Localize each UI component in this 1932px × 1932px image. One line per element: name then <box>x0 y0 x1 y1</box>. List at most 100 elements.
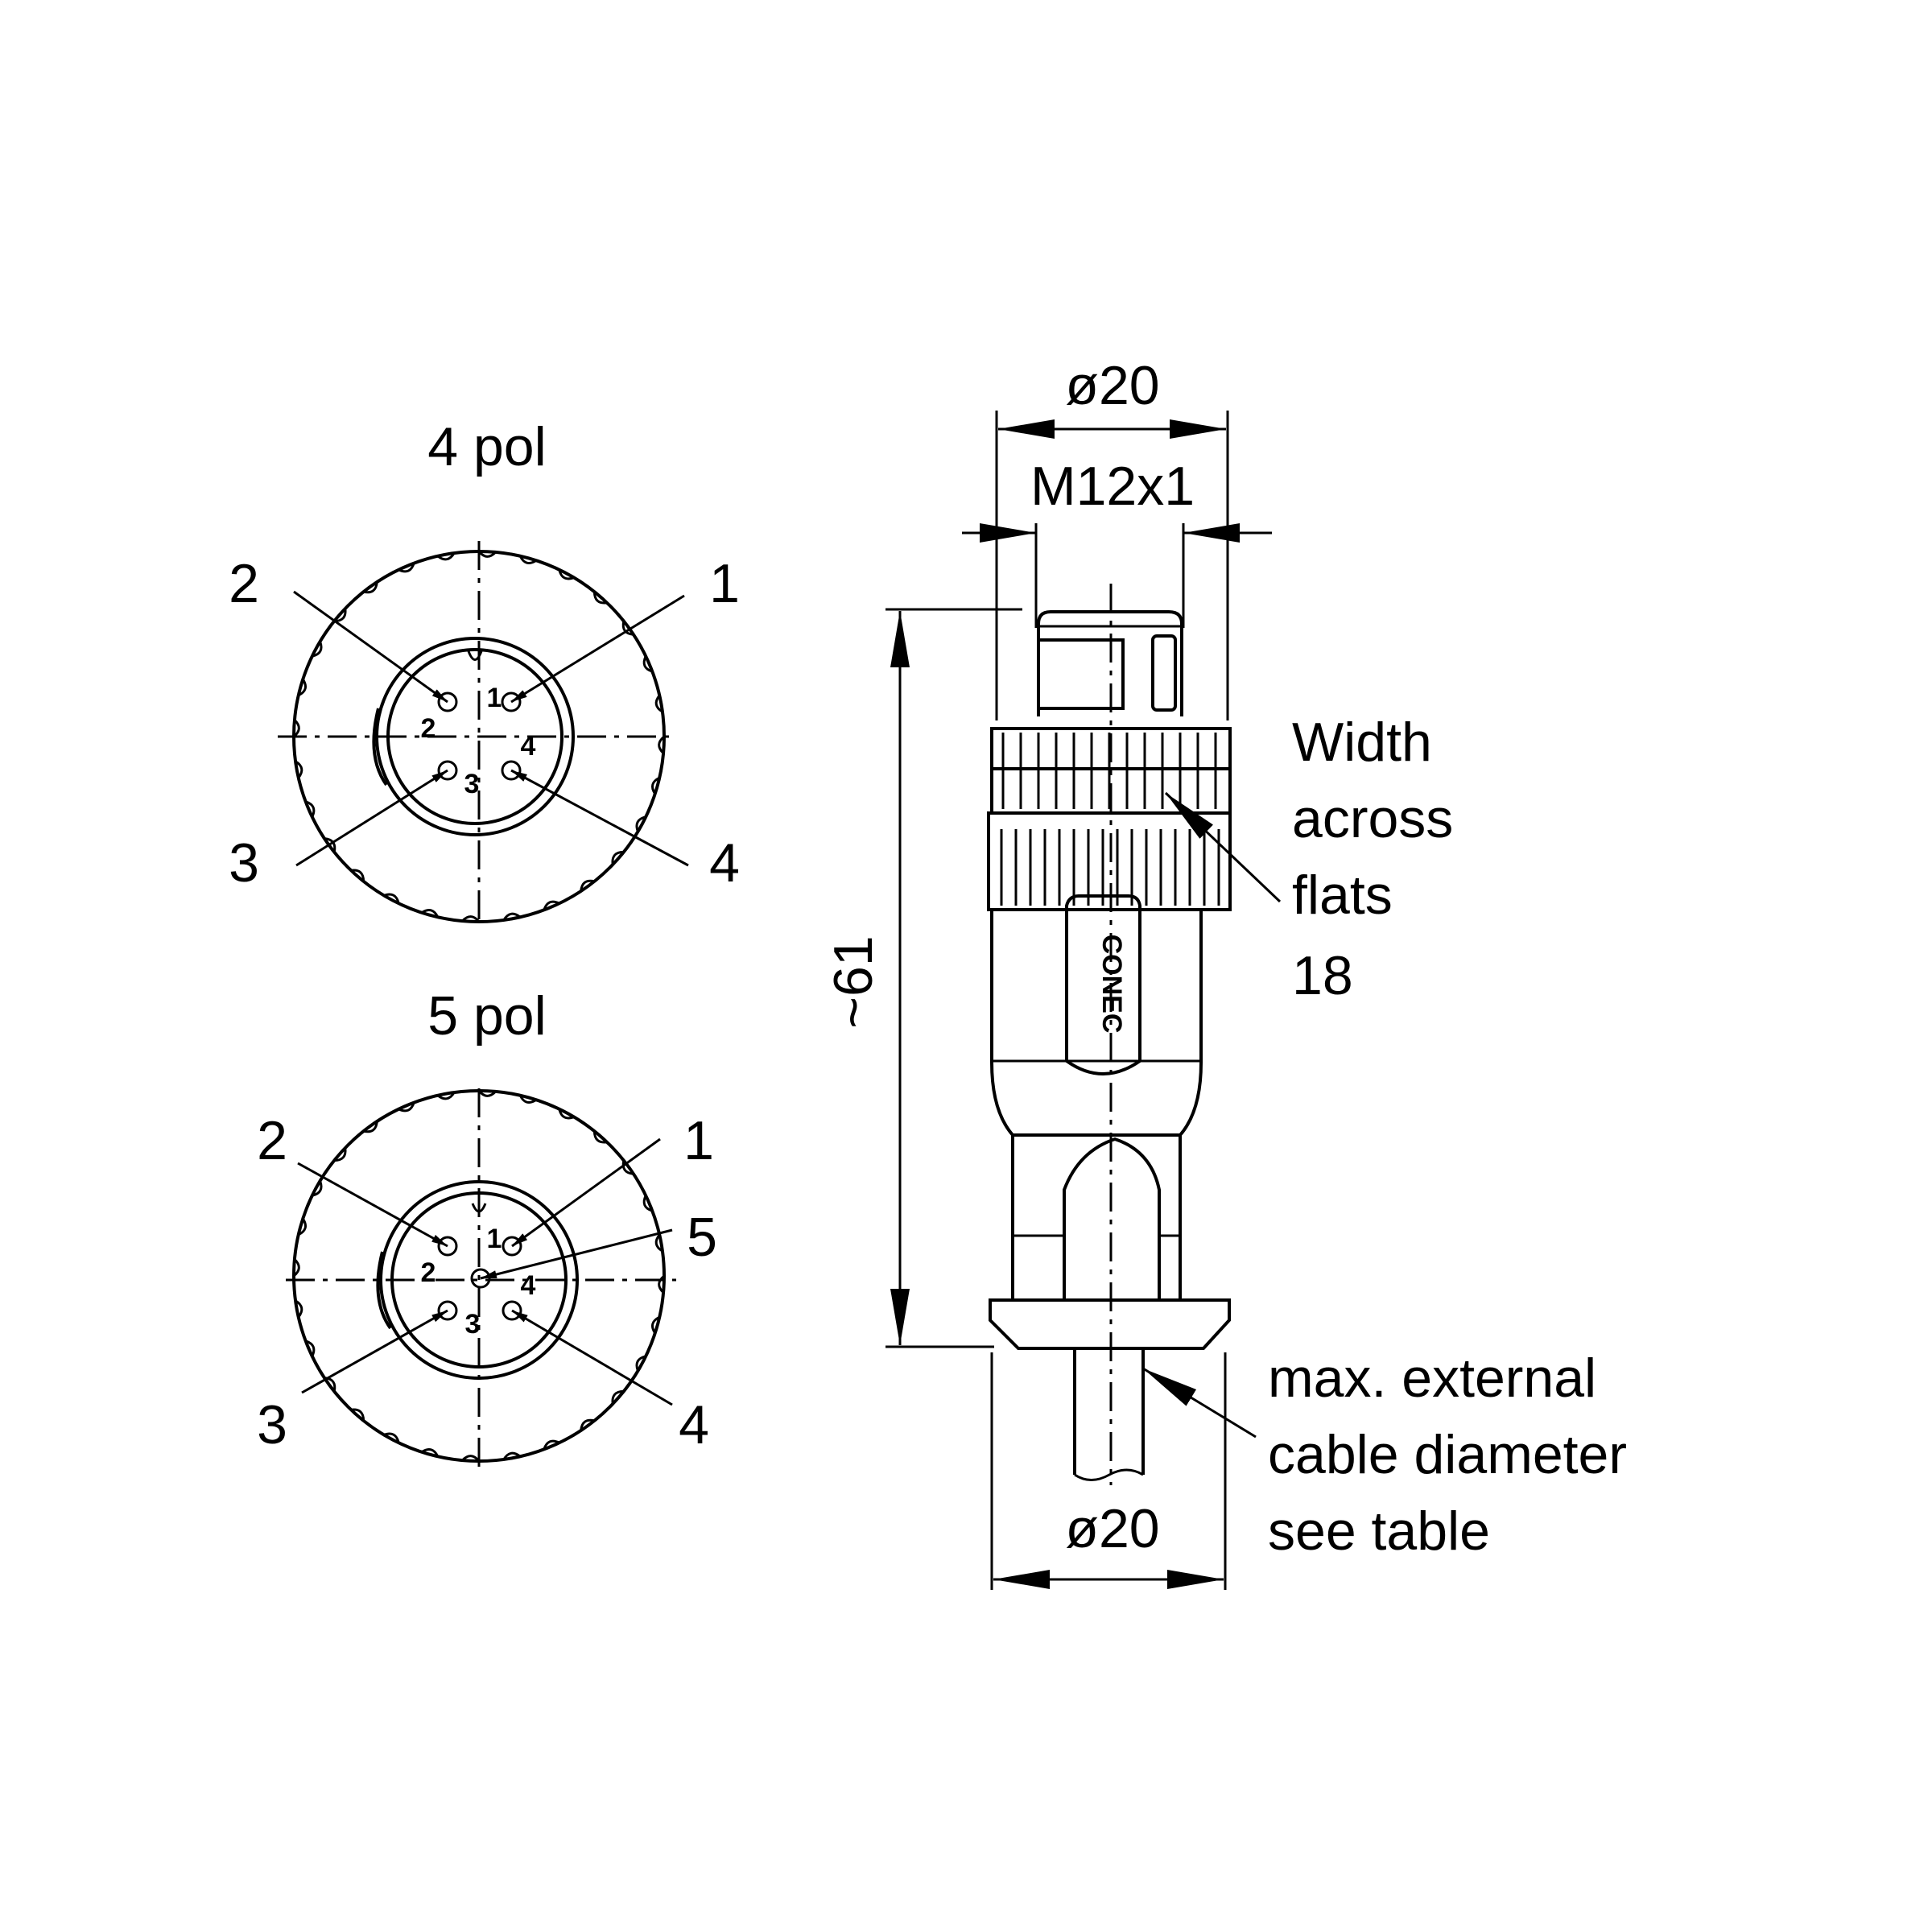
four-pole-coupling-ring <box>375 637 575 836</box>
knurl-scallop <box>502 912 522 921</box>
knurl-scallop <box>658 735 665 754</box>
knurl-scallop <box>621 621 634 636</box>
knurl-scallop <box>295 1299 303 1319</box>
knurl-scallop <box>398 1102 415 1113</box>
bottom-diameter-label: ø20 <box>1065 1498 1159 1559</box>
cable-outline <box>1073 1348 1145 1475</box>
cable-entry-shape <box>1063 1137 1161 1300</box>
five-pole-leader-4 <box>511 1309 673 1406</box>
knurl-scallop <box>477 551 497 558</box>
five-pole-title: 5 pol <box>427 985 546 1046</box>
knurl-scallop <box>621 1160 634 1175</box>
four-pole-callout-4: 4 <box>709 832 740 894</box>
knurl-scallop <box>436 1092 456 1100</box>
knurl-scallop <box>518 555 537 565</box>
five-pole-contact-5 <box>470 1268 491 1289</box>
knurl-scallop <box>295 760 303 779</box>
knurl-scallop <box>592 1131 608 1144</box>
four-pole-key <box>467 650 483 661</box>
knurl-scallop <box>293 1258 300 1278</box>
five-pole-callout-5: 5 <box>687 1207 717 1268</box>
four-pole-callout-2: 2 <box>229 553 259 614</box>
width-across-flats-line-1: Width <box>1292 712 1432 773</box>
width-across-flats-note: Width across flats 18 <box>1292 712 1453 1006</box>
cable-diameter-line-2: cable diameter <box>1268 1424 1627 1485</box>
knurl-scallop <box>363 1121 378 1133</box>
knurl-scallop <box>363 581 378 594</box>
five-pole-leader-3 <box>301 1309 448 1394</box>
coupling-nut-knurl <box>1001 733 1217 809</box>
four-pole-callout-3: 3 <box>229 832 259 894</box>
knurl-scallop <box>580 879 595 892</box>
knurl-scallop <box>654 694 663 713</box>
knurl-scallop <box>305 1340 316 1357</box>
four-pole-contact-2 <box>437 691 458 712</box>
cable-diameter-note: max. external cable diameter see table <box>1268 1348 1627 1562</box>
cable-diameter-line-3: see table <box>1268 1501 1490 1562</box>
knurl-scallop <box>558 569 575 580</box>
five-pole-pin-number-2: 2 <box>421 1257 436 1288</box>
four-pole-pin-number-2: 2 <box>421 713 436 744</box>
grip-body-outline <box>987 811 1232 911</box>
knurl-scallop <box>502 1451 522 1460</box>
knurl-scallop <box>650 1315 660 1334</box>
knurl-scallop <box>461 915 481 923</box>
grip-body-knurl <box>1000 829 1220 906</box>
knurl-scallop <box>518 1095 537 1104</box>
knurl-scallop <box>611 1389 624 1405</box>
knurl-scallop <box>580 1418 595 1431</box>
knurl-scallop <box>312 641 323 658</box>
five-pole-flat <box>376 1251 392 1330</box>
cable-break <box>1074 1468 1144 1481</box>
five-pole-view: 5 pol 1 2 3 4 1 2 3 4 5 <box>257 985 717 1475</box>
knurl-scallop <box>461 1455 481 1462</box>
knurl-scallop <box>350 869 365 881</box>
knurl-scallop <box>421 908 440 918</box>
knurl-scallop <box>298 679 308 697</box>
four-pole-pin-number-1: 1 <box>487 683 502 713</box>
knurl-scallop <box>592 592 608 605</box>
four-pole-leader-2 <box>293 590 448 704</box>
four-pole-pin-number-3: 3 <box>464 769 480 799</box>
five-pole-callout-4: 4 <box>679 1394 709 1455</box>
knurl-scallop <box>305 800 316 818</box>
knurl-scallop <box>436 552 456 561</box>
four-pole-flat <box>372 708 388 786</box>
logo-panel <box>1065 894 1141 1075</box>
knurl-scallop <box>558 1108 575 1120</box>
width-across-flats-line-2: across <box>1292 788 1453 849</box>
cable-diameter-line-1: max. external <box>1268 1348 1596 1409</box>
knurl-scallop <box>298 1218 308 1236</box>
knurl-scallop <box>383 893 400 904</box>
knurl-scallop <box>642 1195 653 1212</box>
cable-diameter-leader <box>1142 1367 1257 1439</box>
four-pole-callout-1: 1 <box>709 553 740 614</box>
knurl-scallop <box>350 1408 365 1421</box>
four-pole-leader-4 <box>510 769 689 867</box>
knurl-scallop <box>654 1233 663 1253</box>
five-pole-contact-2 <box>437 1236 458 1257</box>
knurl-scallop <box>543 900 560 910</box>
knurl-scallop <box>334 1147 347 1162</box>
knurl-scallop <box>543 1439 560 1450</box>
knurl-scallop <box>658 1274 665 1294</box>
five-pole-leader-2 <box>297 1162 448 1248</box>
five-pole-leader-1 <box>511 1137 661 1248</box>
knurl-scallop <box>635 1355 646 1372</box>
knurl-scallop <box>398 563 415 573</box>
four-pole-title: 4 pol <box>427 416 546 477</box>
cable-clamp-cap <box>989 1298 1231 1350</box>
width-across-flats-leader <box>1164 791 1282 903</box>
length-label: ~61 <box>823 935 884 1028</box>
width-across-flats-line-3: flats <box>1292 865 1393 926</box>
five-pole-callout-2: 2 <box>257 1110 287 1171</box>
knurl-scallop <box>477 1090 497 1097</box>
knurl-scallop <box>635 815 646 832</box>
five-pole-pin-number-3: 3 <box>465 1309 481 1340</box>
four-pole-leader-3 <box>295 769 448 867</box>
knurl-scallop <box>421 1447 440 1457</box>
four-pole-pin-number-4: 4 <box>521 731 536 762</box>
knurl-scallop <box>642 655 653 673</box>
four-pole-leader-1 <box>510 594 685 704</box>
